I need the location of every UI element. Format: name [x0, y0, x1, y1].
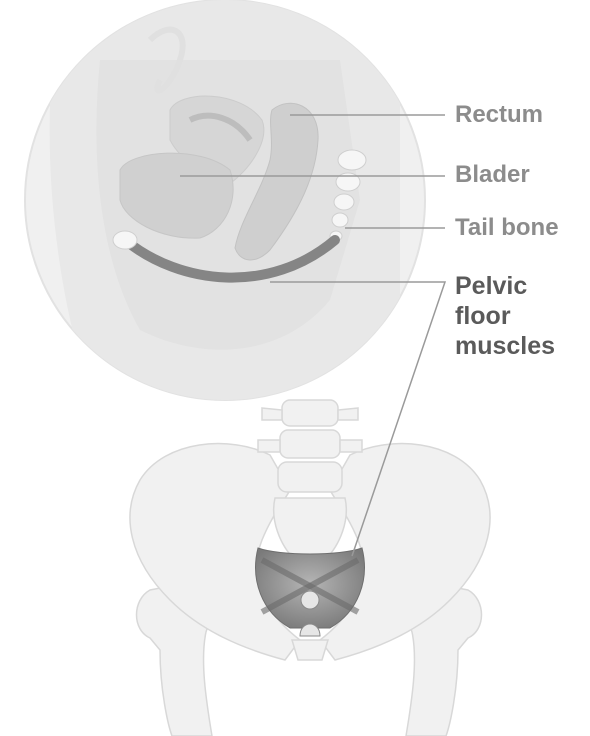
pubic-symphysis: [292, 640, 328, 660]
label-pelvic-floor-line-1: Pelvic: [455, 271, 555, 301]
label-rectum: Rectum: [455, 100, 543, 130]
label-pelvic-floor-muscles: Pelvic floor muscles: [455, 271, 555, 361]
label-tail-bone: Tail bone: [455, 213, 559, 243]
pelvis-front-view: [130, 400, 490, 736]
label-pelvic-floor-line-3: muscles: [455, 331, 555, 361]
sagittal-section-inset: [25, 0, 425, 420]
label-pelvic-floor-line-2: floor: [455, 301, 555, 331]
sacrum: [274, 498, 347, 560]
label-bladder: Blader: [455, 160, 530, 190]
